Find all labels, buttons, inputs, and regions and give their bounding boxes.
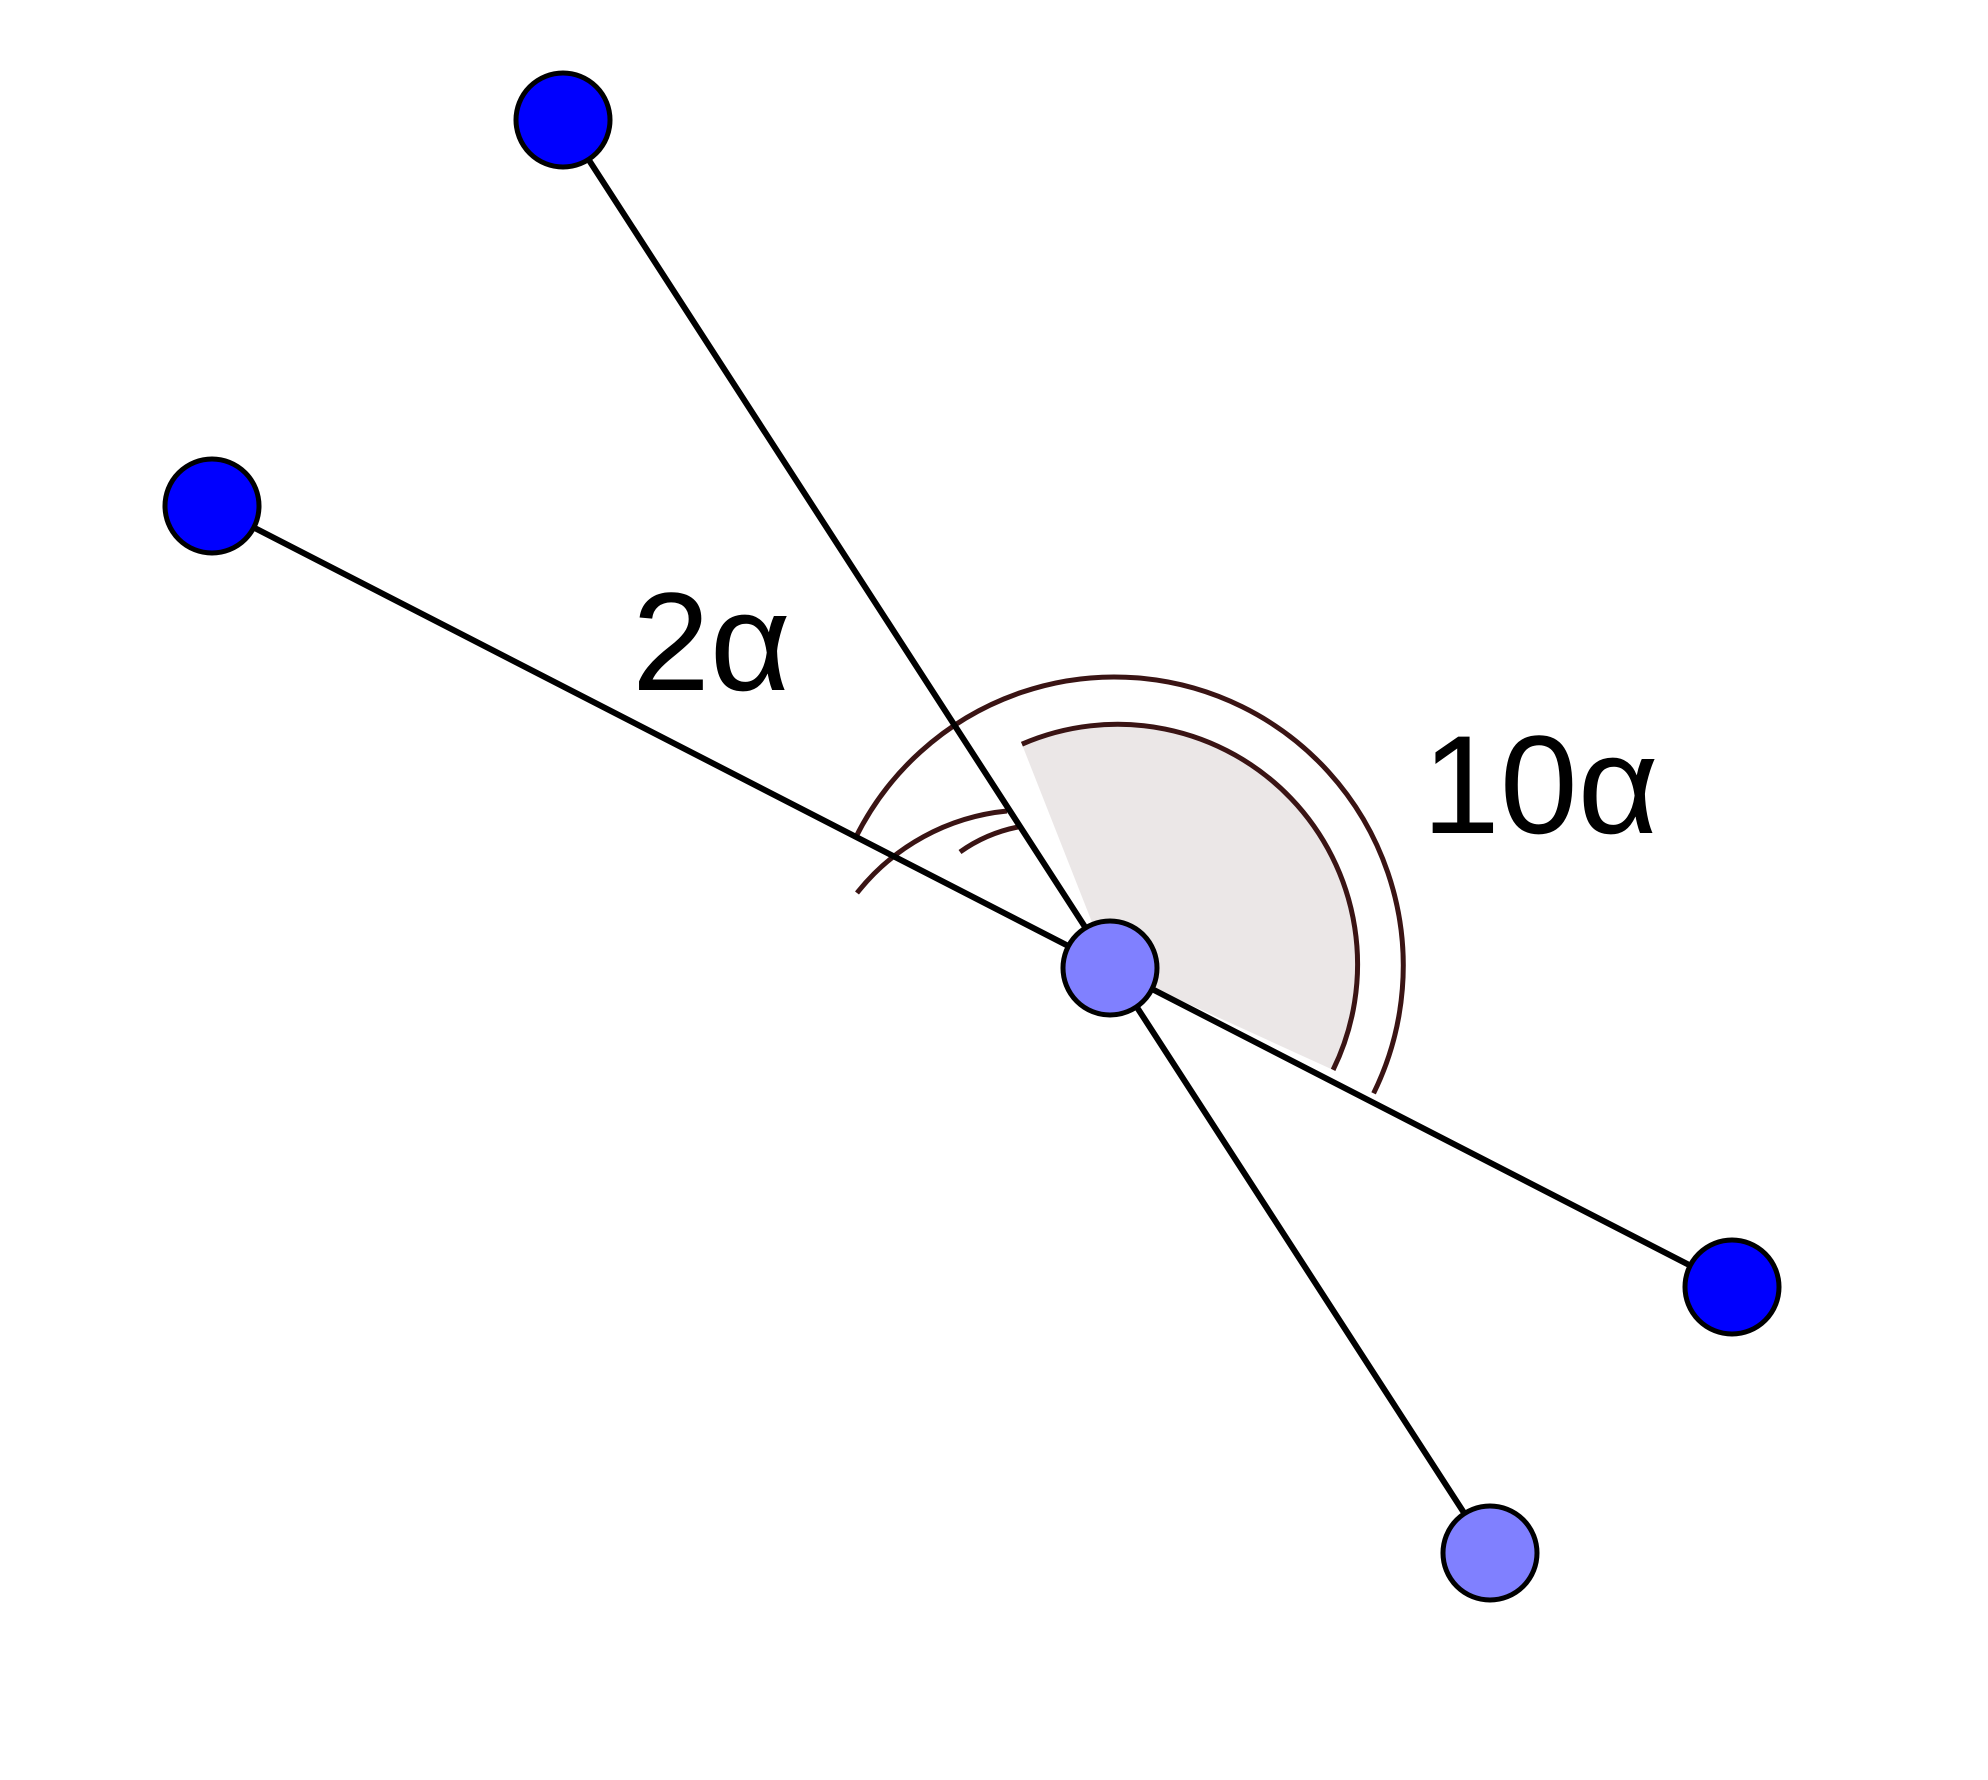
point-bottom[interactable] (1440, 1503, 1540, 1603)
point-vertex[interactable] (1060, 918, 1160, 1018)
angle-arc-2alpha-inner (958, 824, 1019, 855)
point-top[interactable] (513, 70, 613, 170)
segment-top-bottom (560, 117, 1493, 1556)
point-left[interactable] (162, 456, 262, 556)
angle-arc-2alpha-outer (855, 808, 1008, 895)
segment-left-right (209, 503, 1735, 1290)
angle-arc-10alpha-outer (853, 674, 1406, 1095)
point-right[interactable] (1682, 1237, 1782, 1337)
angle-label-2alpha: 2α (632, 563, 791, 720)
angle-arc-10alpha-inner (1020, 721, 1361, 1071)
angle-sector-10alpha (1021, 724, 1358, 1070)
angle-label-10alpha: 10α (1422, 706, 1659, 863)
